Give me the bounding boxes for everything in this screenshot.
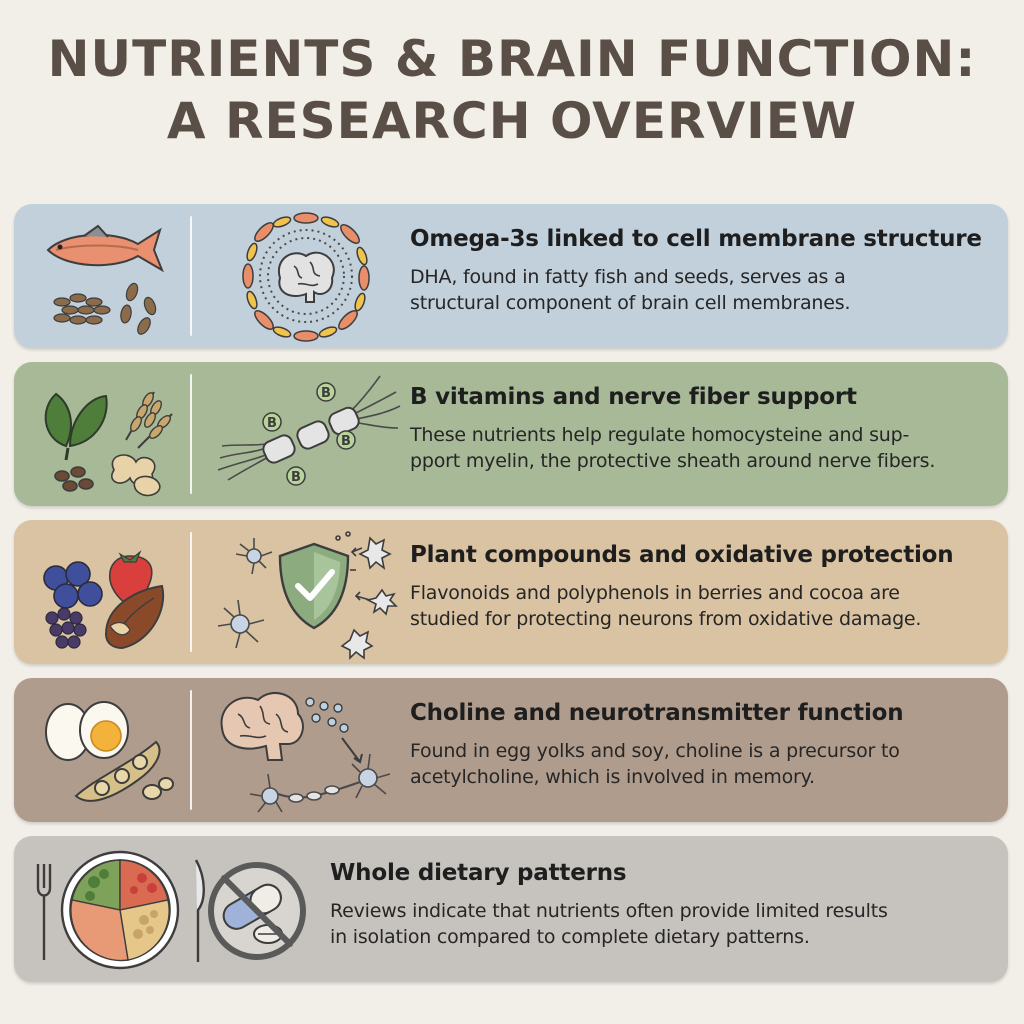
neuron-icon (249, 753, 391, 813)
card-body-line-2: pport myelin, the protective sheath arou… (410, 450, 936, 472)
card-body: Reviews indicate that nutrients often pr… (330, 898, 1000, 950)
brain-icon (220, 691, 304, 761)
card-text: Choline and neurotransmitter function Fo… (410, 700, 1000, 790)
b-vitamin-food-icons (26, 368, 182, 498)
blueberries-icon (43, 561, 103, 609)
b-vitamin-badge: B B B B (262, 382, 356, 486)
page-title: NUTRIENTS & BRAIN FUNCTION: A RESEARCH O… (0, 28, 1024, 152)
shield-check-icon (210, 520, 410, 664)
card-body: Found in egg yolks and soy, choline is a… (410, 738, 1000, 790)
card-body-line-2: acetylcholine, which is involved in memo… (410, 766, 815, 788)
neurotransmitter-icon (210, 678, 410, 822)
card-body: DHA, found in fatty fish and seeds, serv… (410, 264, 1000, 316)
card-heading: Plant compounds and oxidative protection (410, 542, 954, 568)
card-text: B vitamins and nerve fiber support These… (410, 384, 1000, 474)
card-body-line-2: structural component of brain cell membr… (410, 292, 851, 314)
card-body-line-1: Reviews indicate that nutrients often pr… (330, 900, 888, 922)
card-omega-3: Omega-3s linked to cell membrane structu… (14, 204, 1008, 348)
card-text: Plant compounds and oxidative protection… (410, 542, 1000, 632)
card-divider (190, 216, 192, 336)
spinach-icon (44, 392, 108, 461)
card-whole-diet: Whole dietary patterns Reviews indicate … (14, 836, 1008, 982)
card-body: These nutrients help regulate homocystei… (410, 422, 1000, 474)
card-text: Omega-3s linked to cell membrane structu… (410, 226, 1000, 316)
card-body-line-2: studied for protecting neurons from oxid… (410, 608, 922, 630)
salmon-icon (46, 224, 165, 273)
no-supplements-icon (202, 856, 312, 966)
card-divider (190, 374, 192, 494)
card-body-line-2: in isolation compared to complete dietar… (330, 926, 810, 948)
whole-diet-icons (32, 844, 212, 974)
card-text: Whole dietary patterns Reviews indicate … (330, 860, 1000, 950)
card-body-line-1: Found in egg yolks and soy, choline is a… (410, 740, 900, 762)
egg-icon (45, 701, 129, 761)
card-divider (190, 690, 192, 810)
card-choline: Choline and neurotransmitter function Fo… (14, 678, 1008, 822)
card-heading: B vitamins and nerve fiber support (410, 384, 857, 410)
plate-icon (60, 850, 180, 970)
b-badge-2: B (291, 470, 301, 485)
card-b-vitamins: B B B B B vitamins and nerve fiber suppo… (14, 362, 1008, 506)
beans-icon (54, 454, 161, 497)
fish-ring-brain-icon (210, 204, 410, 348)
card-plant-compounds: Plant compounds and oxidative protection… (14, 520, 1008, 664)
knife-icon (194, 859, 205, 962)
b-badge-4: B (341, 434, 351, 449)
blackberry-icon (45, 607, 87, 649)
fork-icon (36, 864, 52, 960)
soybean-pod-icon (74, 740, 174, 802)
wheat-icon (125, 391, 173, 449)
cocoa-pod-icon (104, 584, 165, 650)
card-body-line-1: DHA, found in fatty fish and seeds, serv… (410, 266, 846, 288)
choline-food-icons (26, 684, 182, 814)
title-line-2: A RESEARCH OVERVIEW (166, 92, 858, 150)
card-heading: Choline and neurotransmitter function (410, 700, 904, 726)
card-heading: Omega-3s linked to cell membrane structu… (410, 226, 982, 252)
card-divider (190, 532, 192, 652)
card-heading: Whole dietary patterns (330, 860, 627, 886)
plant-food-icons (26, 526, 182, 656)
b-badge-1: B (267, 416, 277, 431)
card-body: Flavonoids and polyphenols in berries an… (410, 580, 1000, 632)
b-badge-3: B (321, 386, 331, 401)
title-line-1: NUTRIENTS & BRAIN FUNCTION: (47, 30, 977, 88)
seeds-icon (53, 282, 157, 335)
card-body-line-1: Flavonoids and polyphenols in berries an… (410, 582, 900, 604)
card-body-line-1: These nutrients help regulate homocystei… (410, 424, 910, 446)
myelin-fiber-icon: B B B B (210, 362, 410, 506)
omega-food-icons (26, 210, 182, 340)
